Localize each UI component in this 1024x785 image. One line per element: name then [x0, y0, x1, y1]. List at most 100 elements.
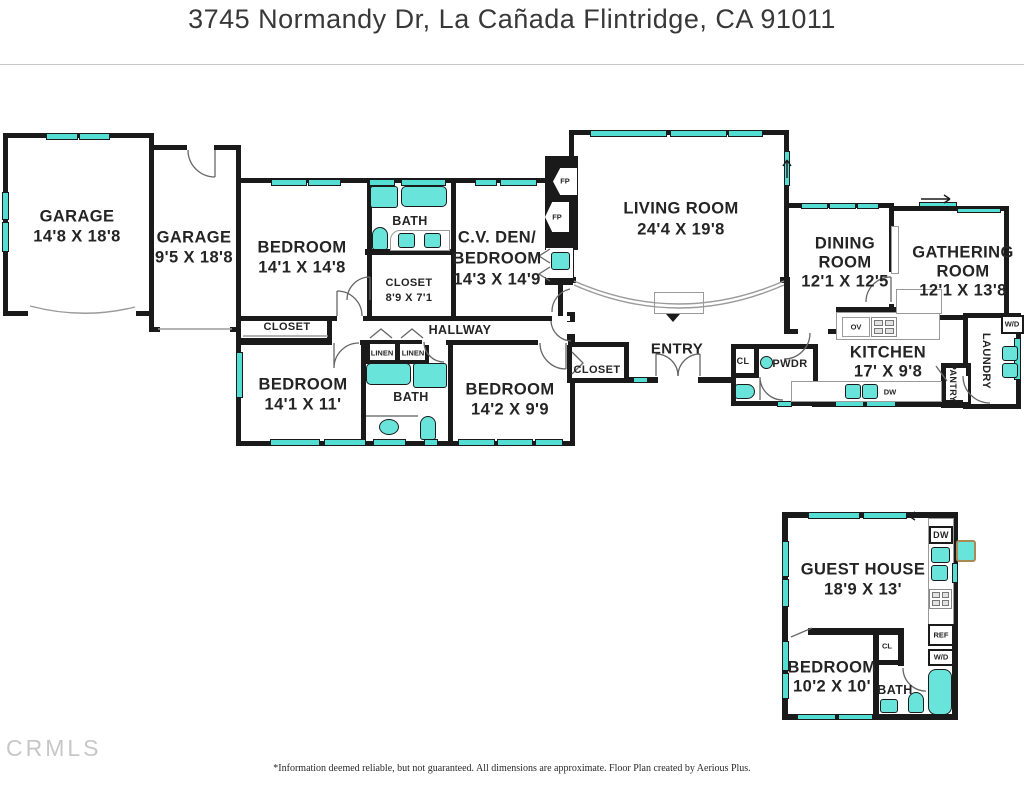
label-dining-line1: DINING	[814, 234, 876, 253]
gh-dishwasher-box	[929, 526, 953, 544]
window	[46, 133, 78, 140]
window	[458, 439, 495, 446]
label-cvden-line1: C.V. DEN/	[457, 228, 537, 247]
bathtub-icon	[366, 363, 411, 385]
label-garage2-dims: 9'5 X 18'8	[155, 248, 233, 267]
window	[801, 203, 828, 209]
washer-dryer-box	[1001, 315, 1024, 334]
label-laundry: LAUNDRY	[980, 332, 992, 390]
wall-cl-bottom	[731, 373, 759, 378]
sink-icon	[862, 384, 878, 399]
wall-bay-stub-left	[566, 277, 576, 283]
bay-window-seat	[654, 292, 704, 314]
label-gh-cl: CL	[882, 641, 892, 651]
opening-garage1-garagedoor	[28, 311, 136, 316]
opening-bath2-door	[422, 340, 446, 345]
sink-icon	[845, 384, 861, 399]
sink-icon	[931, 565, 948, 581]
label-dw: DW	[883, 387, 897, 397]
label-hallway: HALLWAY	[428, 323, 492, 337]
window	[2, 222, 9, 252]
label-ov: OV	[850, 322, 862, 332]
window	[952, 563, 958, 583]
window	[271, 179, 307, 186]
label-garage1-name: GARAGE	[39, 207, 115, 226]
toilet-icon	[735, 384, 755, 399]
label-linen-1: LINEN	[370, 348, 394, 358]
window	[797, 714, 836, 720]
sink-icon	[1002, 363, 1018, 378]
window	[863, 512, 907, 519]
bay-marker-icon	[666, 314, 680, 322]
crmls-logo: CRMLS	[6, 735, 102, 761]
label-closet1-name: CLOSET	[385, 277, 433, 289]
label-bedroom3-name: BEDROOM	[465, 380, 555, 399]
window	[424, 439, 438, 446]
wall-gh-cl-right	[898, 628, 904, 666]
window	[475, 179, 497, 186]
label-gathering-dims: 12'1 X 13'8	[919, 281, 1007, 300]
label-linen-2: LINEN	[401, 348, 425, 358]
header-divider	[0, 64, 1024, 65]
label-pantry: PANTRY	[948, 363, 958, 403]
label-gh-ref: REF	[933, 630, 949, 640]
room-closet-entry	[567, 342, 629, 383]
label-dining-line2: ROOM	[818, 253, 872, 272]
label-fp-2: FP	[552, 212, 562, 222]
opening-bedroom2-door	[332, 340, 360, 345]
disclaimer-text: *Information deemed reliable, but not gu…	[273, 763, 751, 774]
label-kitchen-name: KITCHEN	[849, 343, 927, 362]
sink-icon	[760, 356, 773, 369]
label-bedroom1-name: BEDROOM	[257, 238, 347, 257]
page-title: 3745 Normandy Dr, La Cañada Flintridge, …	[188, 4, 836, 34]
label-gh-bedroom-name: BEDROOM	[787, 658, 877, 677]
sink-icon	[398, 233, 415, 248]
label-entry: ENTRY	[650, 340, 704, 358]
bathtub-icon	[928, 669, 952, 715]
label-guesthouse-dims: 18'9 X 13'	[824, 580, 902, 599]
label-fp-1: FP	[560, 176, 570, 186]
sliding-door	[957, 208, 1001, 213]
shower-icon	[370, 186, 398, 208]
stove-icon	[929, 589, 952, 609]
window	[782, 673, 789, 699]
label-bedroom2-name: BEDROOM	[258, 375, 348, 394]
outdoor-sink-icon	[956, 540, 976, 562]
wall-gh-bedroom-right	[873, 628, 879, 714]
label-closet-hall: CLOSET	[263, 321, 311, 333]
label-bedroom1-dims: 14'1 X 14'8	[258, 258, 346, 277]
label-closet1-dims: 8'9 X 7'1	[385, 292, 433, 304]
label-gh-dw: DW	[933, 530, 949, 540]
bifold-mark	[369, 328, 424, 339]
opening-dining-gathering	[889, 272, 894, 304]
shower-icon	[413, 363, 447, 388]
opening-garage2-garagedoor	[160, 327, 230, 332]
window	[838, 714, 873, 720]
wall-kitchen-dining	[836, 307, 898, 313]
window	[808, 512, 860, 519]
toilet-icon	[372, 227, 388, 250]
window	[373, 439, 406, 446]
label-cvden-dims: 14'3 X 14'9	[453, 270, 541, 289]
window	[497, 439, 533, 446]
label-garage2-name: GARAGE	[156, 228, 232, 247]
window	[782, 641, 789, 671]
window	[784, 151, 790, 186]
window	[857, 203, 879, 209]
opening-bedroom3-door	[538, 340, 568, 345]
window	[829, 203, 856, 209]
window	[782, 541, 789, 577]
wall-gh-bedroom-top	[808, 628, 904, 635]
sink-icon	[1002, 346, 1018, 361]
room-closet-hall	[236, 316, 332, 343]
kitchen-peninsula	[896, 289, 942, 314]
room-garage-1	[3, 133, 154, 316]
sink-icon	[379, 419, 399, 435]
opening-bedroom1-door	[337, 316, 363, 321]
window	[270, 439, 320, 446]
label-gh-bedroom-dims: 10'2 X 10'	[793, 677, 871, 696]
wall-cl-partition	[754, 344, 759, 378]
sink-icon	[880, 699, 898, 713]
